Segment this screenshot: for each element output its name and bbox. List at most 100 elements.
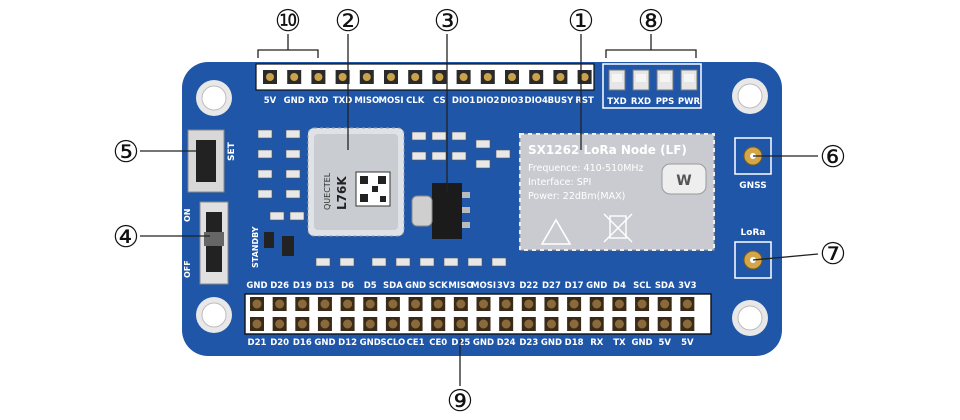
gpio-top-label: MOSI xyxy=(471,281,496,291)
gpio-top-label: SCK xyxy=(429,281,448,291)
gpio-bottom-label: GND xyxy=(314,338,335,348)
gpio-pin-hole xyxy=(592,299,602,309)
gpio-bottom-label: 5V xyxy=(681,338,694,348)
gpio-pin-hole xyxy=(501,299,511,309)
led-label: PPS xyxy=(656,97,675,107)
gpio-top-label: D26 xyxy=(270,281,289,291)
smd-part xyxy=(285,149,301,159)
lora-header-label: BUSY xyxy=(548,96,575,106)
smd-part xyxy=(451,151,467,161)
smd-part xyxy=(495,149,511,159)
gpio-top-label: D17 xyxy=(565,281,584,291)
lora-header-pin-hole xyxy=(290,73,299,81)
gpio-pin-hole xyxy=(388,299,398,309)
gpio-bottom-label: GND xyxy=(541,338,562,348)
lora-label: LoRa xyxy=(741,228,766,238)
gpio-bottom-label: D18 xyxy=(565,338,584,348)
gpio-top-label: GND xyxy=(586,281,607,291)
callout-2: ② xyxy=(335,5,362,38)
gpio-pin-hole xyxy=(637,299,647,309)
gpio-bottom-label: RX xyxy=(590,338,604,348)
gpio-top-label: SCL xyxy=(633,281,651,291)
gpio-pin-hole xyxy=(479,299,488,309)
gnss-module: QUECTEL L76K xyxy=(307,127,405,237)
lora-module-line-1: Frequence: 410-510MHz xyxy=(528,163,644,174)
smd-part xyxy=(285,129,301,139)
off-label: OFF xyxy=(183,260,192,278)
gpio-top-label: MISO xyxy=(448,281,473,291)
lora-header-label: RST xyxy=(575,96,594,106)
standby-label: STANDBY xyxy=(251,226,260,268)
gpio-bottom-label: GND xyxy=(631,338,652,348)
gpio-top-label: SDA xyxy=(655,281,675,291)
gpio-bottom-label: GND xyxy=(473,338,494,348)
callout-6: ⑥ xyxy=(820,141,847,174)
callout-lines xyxy=(140,34,819,386)
callout-4: ④ xyxy=(113,221,140,254)
gpio-pin-hole xyxy=(456,299,466,309)
gpio-pin-hole xyxy=(388,319,398,329)
led-lens xyxy=(684,74,694,82)
gpio-top-label: D6 xyxy=(341,281,354,291)
lora-header-pin-hole xyxy=(338,73,347,81)
smd-part xyxy=(269,211,285,221)
smd-part xyxy=(257,129,273,139)
led-lens xyxy=(612,74,622,82)
gpio-pin-hole xyxy=(501,319,511,329)
set-label: SET xyxy=(227,141,237,161)
gpio-bottom-label: CE0 xyxy=(429,338,447,348)
gnss-brand: QUECTEL xyxy=(323,172,332,210)
gpio-top-label: D13 xyxy=(316,281,335,291)
gpio-bottom-label: D23 xyxy=(519,338,538,348)
mounting-holes xyxy=(196,78,768,336)
smd-part xyxy=(257,149,273,159)
smd-part xyxy=(285,189,301,199)
gpio-pin-hole xyxy=(320,319,330,329)
callout-1: ① xyxy=(568,5,595,38)
gpio-pin-hole xyxy=(411,299,421,309)
smd-part xyxy=(315,257,331,267)
gpio-top-label: D5 xyxy=(364,281,377,291)
gpio-pin-hole xyxy=(411,319,421,329)
lora-header-label: 5V xyxy=(264,96,277,106)
gpio-top-label: SDA xyxy=(383,281,403,291)
gpio-bottom-label: D21 xyxy=(248,338,267,348)
gpio-top-label: D22 xyxy=(519,281,538,291)
gpio-bottom-label: D20 xyxy=(270,338,289,348)
lora-header-pin-hole xyxy=(411,73,420,81)
on-label: ON xyxy=(183,209,192,223)
gpio-pin-hole xyxy=(275,299,285,309)
callout-10: ⑩ xyxy=(275,5,302,38)
lora-header-label: GND xyxy=(284,96,305,106)
gpio-bottom-label: D16 xyxy=(293,338,312,348)
smd-part xyxy=(475,159,491,169)
lora-header-pin-hole xyxy=(435,73,444,81)
lora-header-pin-hole xyxy=(483,73,492,81)
gpio-bottom-label: D24 xyxy=(497,338,516,348)
lora-header-pin-hole xyxy=(266,73,274,81)
gpio-top-label: GND xyxy=(405,281,426,291)
set-button: SET xyxy=(187,129,237,193)
gpio-top-label: 3V3 xyxy=(678,281,696,291)
smd-part xyxy=(395,257,411,267)
gpio-bottom-label: TX xyxy=(613,338,626,348)
gpio-pin-hole xyxy=(365,299,375,309)
smd-components xyxy=(257,129,511,267)
gpio-top-label: GND xyxy=(246,281,267,291)
lora-header-pin-hole xyxy=(362,73,371,81)
callout-9: ⑨ xyxy=(447,385,474,418)
gpio-pin-hole xyxy=(614,299,624,309)
gpio-pin-hole xyxy=(320,299,330,309)
gpio-pin-hole xyxy=(252,319,262,329)
gpio-pin-hole xyxy=(682,319,692,329)
lora-header-label: DIO1 xyxy=(452,96,475,106)
lora-header-pin-hole xyxy=(532,73,541,81)
lora-header-label: DIO3 xyxy=(500,96,523,106)
gpio-pin-hole xyxy=(569,319,579,329)
lora-header-pin-hole xyxy=(459,73,468,81)
gpio-bottom-label: GND xyxy=(360,338,381,348)
recycle-bin-icon xyxy=(603,213,633,243)
